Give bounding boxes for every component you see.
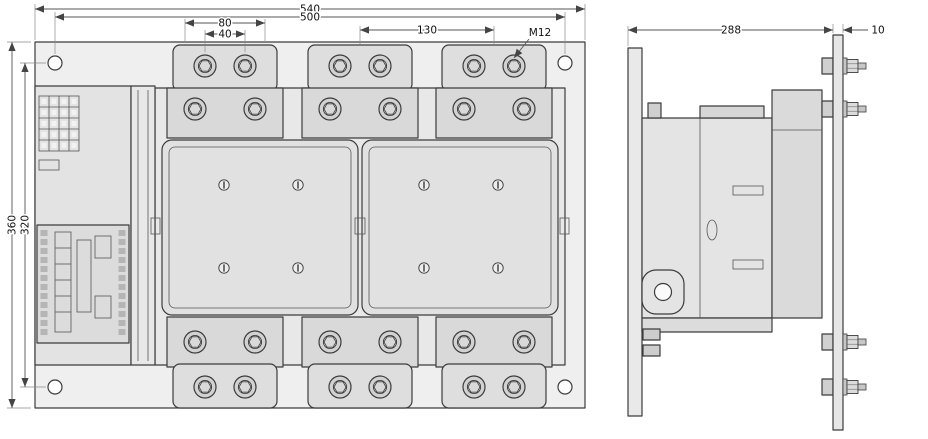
dim-pole-pitch-label: 130 — [417, 25, 437, 37]
terminal-bolt — [193, 375, 217, 399]
dim-overall-width-label: 540 — [300, 4, 320, 16]
cover-clip — [150, 217, 161, 235]
dim-terminal-bolt-spacing-label: 40 — [218, 29, 231, 41]
label-recess — [732, 259, 764, 270]
terminal-bar — [821, 100, 834, 118]
coil-terminal — [642, 344, 661, 357]
cover-clip — [354, 217, 366, 235]
control-module — [34, 85, 156, 366]
terminal-bolt — [368, 54, 392, 78]
terminal-bolt — [193, 54, 217, 78]
coil-terminal — [642, 328, 661, 341]
terminal-bolt — [183, 330, 207, 354]
connector-block — [36, 224, 130, 344]
aux-terminal — [38, 159, 60, 171]
front-view: 540 500 80 40 130 M12 360 — [5, 2, 586, 409]
cover-screw — [292, 179, 304, 191]
terminal-bolt — [318, 97, 342, 121]
terminal-bolt — [452, 330, 476, 354]
mounting-plate-edge — [627, 47, 643, 417]
dim-bolt-thread-label: M12 — [529, 27, 551, 39]
terminal-bolt — [243, 97, 267, 121]
terminal-bar — [821, 378, 834, 396]
terminal-bolt — [502, 54, 526, 78]
side-terminal-bolt — [842, 378, 867, 396]
terminal-grid — [38, 95, 80, 152]
terminal-bolt — [243, 330, 267, 354]
mounting-hole — [47, 379, 63, 395]
terminal-plate — [832, 34, 844, 431]
cover-screw — [292, 262, 304, 274]
terminal-bolt — [462, 54, 486, 78]
terminal-bolt — [233, 375, 257, 399]
cover-screw — [492, 179, 504, 191]
mounting-hole — [557, 55, 573, 71]
terminal-bolt — [452, 97, 476, 121]
dim-plate-thickness-label: 10 — [871, 25, 884, 37]
terminal-bolt — [183, 97, 207, 121]
arc-chute-side — [771, 89, 823, 319]
side-terminal-bolt — [842, 333, 867, 351]
label-recess — [732, 185, 764, 196]
side-terminal-bolt — [842, 100, 867, 118]
top-cover-step — [699, 105, 765, 119]
side-terminal-bolt — [842, 57, 867, 75]
dim-terminal-width-label: 80 — [218, 18, 231, 30]
cover-screw — [418, 179, 430, 191]
terminal-bar — [821, 57, 834, 75]
terminal-bolt — [512, 97, 536, 121]
cover-screw — [218, 262, 230, 274]
terminal-bolt — [512, 330, 536, 354]
terminal-bar — [821, 333, 834, 351]
terminal-bolt — [378, 330, 402, 354]
terminal-bolt — [378, 97, 402, 121]
side-view: 288 10 — [627, 23, 886, 431]
terminal-bolt — [328, 54, 352, 78]
side-slot — [706, 219, 718, 241]
mounting-hole — [557, 379, 573, 395]
terminal-bolt — [328, 375, 352, 399]
front-covers — [150, 139, 570, 316]
cover-screw — [218, 179, 230, 191]
lug-hole — [653, 282, 673, 302]
dim-hole-span-height-label: 320 — [20, 215, 32, 235]
terminal-bolt — [502, 375, 526, 399]
mounting-hole — [47, 55, 63, 71]
body-base — [641, 317, 773, 333]
front-dimensions: 540 500 80 40 130 M12 360 — [5, 2, 586, 409]
terminal-bolt — [368, 375, 392, 399]
cover-clip — [559, 217, 570, 235]
dim-overall-height-label: 360 — [7, 215, 19, 235]
dim-depth-label: 288 — [721, 25, 741, 37]
top-bolt-head — [647, 102, 662, 119]
terminal-bolt — [318, 330, 342, 354]
terminal-bolt — [462, 375, 486, 399]
cover-screw — [418, 262, 430, 274]
terminal-bolt — [233, 54, 257, 78]
cover-screw — [492, 262, 504, 274]
dim-hole-span-width-label: 500 — [300, 12, 320, 24]
side-dimensions: 288 10 — [627, 23, 886, 46]
